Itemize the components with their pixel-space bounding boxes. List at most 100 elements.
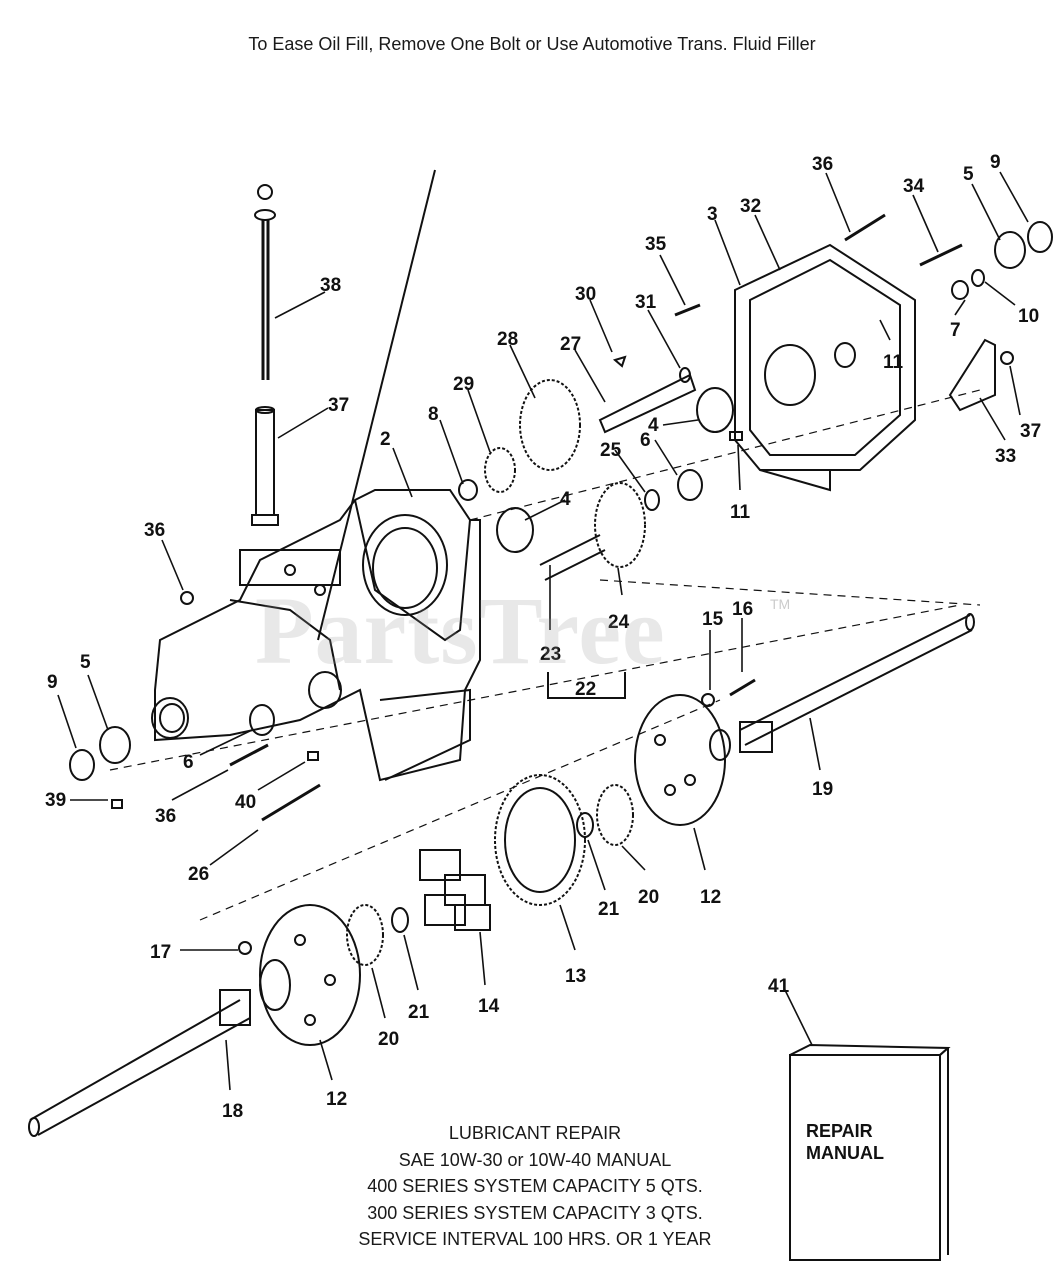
- callout-41: 41: [768, 976, 790, 997]
- reference-line: [317, 169, 436, 641]
- callout-33: 34: [903, 176, 925, 197]
- callout-7: 7: [950, 320, 961, 341]
- pin-part-40-lower: [111, 799, 123, 809]
- callout-22: 22: [575, 679, 596, 700]
- lubricant-info: LUBRICANT REPAIR SAE 10W-30 or 10W-40 MA…: [340, 1120, 730, 1253]
- callout-13: 13: [565, 966, 586, 987]
- axle-shaft-part-19: [739, 613, 975, 753]
- lube-line-1: LUBRICANT REPAIR: [448, 1123, 622, 1143]
- snap-ring-part-21-lower: [391, 907, 409, 933]
- seal-part-9-left: [69, 749, 95, 781]
- hub-part-12-lower: [259, 904, 361, 1046]
- callout-5-right: 5: [963, 164, 974, 185]
- bushing-part-8: [458, 479, 478, 501]
- lube-line-3: 400 SERIES SYSTEM CAPACITY 5 QTS.: [367, 1176, 703, 1196]
- bolt-part-36-lower: [229, 743, 269, 767]
- gear-shaft-part-24: [539, 482, 646, 581]
- nut-part-37-right: [1000, 351, 1014, 365]
- bolt-part-35: [261, 783, 321, 822]
- callout-27: 28: [497, 329, 518, 350]
- callout-36-lower: 36: [155, 806, 176, 827]
- repair-manual-book-part-41: [789, 1043, 951, 1261]
- callout-9-left: 9: [47, 672, 58, 693]
- nut-part-17: [238, 941, 252, 955]
- gear-part-27: [519, 379, 581, 471]
- callout-19: 19: [812, 779, 833, 800]
- callout-4-lower: 4: [560, 489, 571, 510]
- manual-line-2: MANUAL: [806, 1143, 884, 1163]
- bushing-part-7: [951, 280, 969, 300]
- callout-40-lower: 39: [45, 790, 66, 811]
- bearing-part-5-right: [994, 231, 1026, 269]
- bolt-part-33: [919, 243, 963, 267]
- callout-29: 30: [575, 284, 596, 305]
- snap-ring-part-21-upper: [576, 812, 594, 838]
- bearing-part-4-lower: [496, 507, 534, 553]
- callout-34: 35: [645, 234, 667, 255]
- trademark-symbol: TM: [770, 596, 791, 612]
- gear-part-28: [484, 447, 516, 493]
- callout-12-upper: 12: [700, 887, 721, 908]
- pin-part-40-upper: [307, 751, 319, 761]
- callout-2: 2: [380, 429, 391, 450]
- bearing-part-5-left: [99, 726, 131, 764]
- callout-6-lower: 6: [183, 752, 194, 773]
- callout-6-upper: 6: [640, 430, 651, 451]
- bearing-part-4-upper: [696, 387, 734, 433]
- ring-gear-part-13: [494, 774, 586, 906]
- callout-10: 10: [1018, 306, 1039, 327]
- callout-20-upper: 20: [638, 887, 659, 908]
- callout-32: 33: [995, 446, 1016, 467]
- fill-tube-part-38: [251, 406, 279, 526]
- planet-gears-part-14: [419, 849, 491, 931]
- callout-26: 27: [560, 334, 581, 355]
- callout-21-upper: 21: [598, 899, 620, 920]
- callout-37-right: 37: [1020, 421, 1041, 442]
- oil-fill-note: To Ease Oil Fill, Remove One Bolt or Use…: [248, 34, 816, 54]
- callout-18: 18: [222, 1101, 243, 1122]
- manual-line-1: REPAIR: [806, 1121, 873, 1141]
- callout-31: 32: [740, 196, 761, 217]
- callout-5-left: 5: [80, 652, 91, 673]
- washer-part-10: [971, 269, 985, 287]
- callout-35: 26: [188, 864, 209, 885]
- bracket-part-32: [948, 338, 996, 412]
- callout-38: 37: [328, 395, 349, 416]
- lube-line-4: 300 SERIES SYSTEM CAPACITY 3 QTS.: [367, 1202, 703, 1223]
- callout-15: 15: [702, 609, 724, 630]
- callout-11-upper: 11: [883, 352, 904, 373]
- callout-17: 17: [150, 942, 171, 963]
- repair-manual-label: REPAIR MANUAL: [806, 1120, 926, 1164]
- partstree-watermark: PartsTree: [255, 577, 666, 684]
- bushing-part-6-lower: [249, 704, 275, 736]
- shaft-part-26: [598, 373, 697, 434]
- cover-part-3: [734, 243, 916, 492]
- callout-24: 24: [608, 612, 630, 633]
- callout-9-right: 9: [990, 152, 1001, 173]
- callout-20-lower: 20: [378, 1029, 399, 1050]
- callout-4-upper: 4: [648, 415, 659, 436]
- callout-14: 14: [478, 996, 500, 1017]
- callout-39: 38: [320, 275, 341, 296]
- nut-part-37-left: [180, 591, 194, 605]
- callout-3: 3: [707, 204, 718, 225]
- callout-23: 23: [540, 644, 561, 665]
- callout-37-left: 36: [144, 520, 165, 541]
- key-part-29: [612, 355, 627, 368]
- callout-30: 31: [635, 292, 657, 313]
- callout-12-lower: 12: [326, 1089, 347, 1110]
- lube-line-5: SERVICE INTERVAL 100 HRS. OR 1 YEAR: [358, 1229, 712, 1249]
- bushing-part-6-upper: [677, 469, 703, 501]
- callout-16: 16: [732, 599, 753, 620]
- callout-21-lower: 21: [408, 1002, 430, 1023]
- sun-gear-part-20-lower: [346, 904, 384, 966]
- housing-part-2: [151, 489, 481, 782]
- leader-lines: [57, 171, 1029, 1091]
- seal-part-9-right: [1027, 221, 1053, 253]
- callout-40-upper: 40: [235, 792, 256, 813]
- bracket-line-22: [547, 672, 626, 699]
- callout-36-upper: 36: [812, 154, 833, 175]
- washer-part-25: [644, 489, 660, 511]
- hub-part-12-upper: [634, 694, 731, 826]
